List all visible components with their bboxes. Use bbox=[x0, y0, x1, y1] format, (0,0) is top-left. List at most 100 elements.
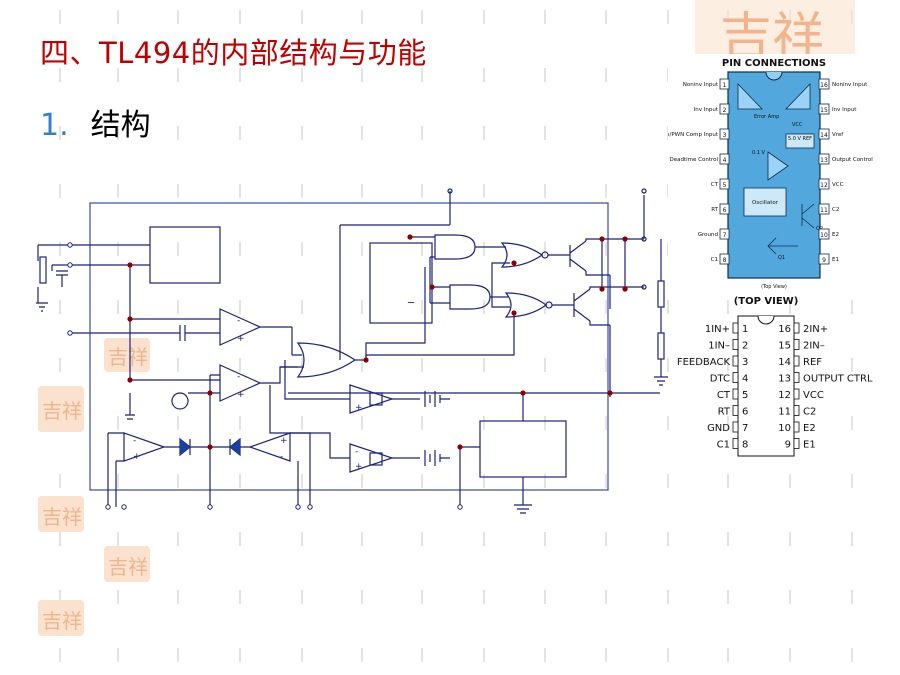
svg-text:-: - bbox=[355, 388, 358, 398]
pin-label: Noninv Input bbox=[683, 82, 719, 88]
svg-text:+: + bbox=[355, 462, 363, 472]
pin-label: Inv Input bbox=[694, 107, 719, 113]
pin-number: 12 bbox=[820, 182, 828, 189]
pin-label: Inv Input bbox=[832, 107, 857, 113]
seal-glyph: 吉祥 bbox=[108, 345, 148, 369]
junction-node bbox=[363, 357, 369, 363]
dip-pin-number: 4 bbox=[742, 374, 748, 385]
pin-right-13: 13 Output Control bbox=[818, 153, 873, 165]
seal-glyph: 吉祥 bbox=[42, 399, 82, 423]
pin-label: RT bbox=[711, 207, 718, 213]
q1-label: Q1 bbox=[778, 255, 785, 261]
dip-pin-label: 2IN+ bbox=[803, 324, 828, 335]
or-gate-main bbox=[296, 342, 357, 378]
vcc-label: VCC bbox=[792, 122, 803, 128]
pin-connections-diagram: PIN CONNECTIONS 5.0 V REF VCC Error Amp … bbox=[668, 54, 880, 292]
dip-pin-number: 10 bbox=[778, 423, 791, 434]
junction-node bbox=[429, 284, 435, 290]
error-amplifier-1 bbox=[123, 432, 166, 462]
seal-watermark: 吉祥 bbox=[104, 546, 150, 582]
pin-number: 13 bbox=[820, 157, 828, 164]
pin-left-1: 1 Noninv Input bbox=[683, 78, 730, 90]
dip-body bbox=[737, 315, 795, 457]
pin-number: 2 bbox=[723, 107, 727, 114]
dip-pin-label: 2IN– bbox=[803, 341, 825, 352]
pin-label: C1 bbox=[711, 257, 718, 263]
dip-pin-label: E1 bbox=[803, 440, 816, 451]
dip-pin-label: OUTPUT CTRL bbox=[803, 374, 873, 385]
junction-node bbox=[407, 234, 413, 240]
error-amp-1 bbox=[737, 83, 763, 110]
svg-text:+: + bbox=[237, 390, 245, 400]
dip-pin-15: 15 2IN– bbox=[778, 339, 825, 352]
junction-node bbox=[127, 377, 133, 383]
seal-watermark: 吉祥 bbox=[38, 496, 84, 532]
oscillator-box bbox=[743, 187, 787, 217]
pin-number: 5 bbox=[723, 182, 727, 189]
junction-node bbox=[127, 262, 133, 268]
dip-pin-label: REF bbox=[803, 357, 822, 368]
svg-text:+: + bbox=[280, 436, 288, 446]
error-amp-label: Error Amp bbox=[754, 114, 779, 120]
dip-pin-number: 2 bbox=[742, 341, 748, 352]
dip-pin-label: C2 bbox=[803, 407, 816, 418]
seal-glyph: 吉祥 bbox=[42, 505, 82, 529]
dip-pin-number: 15 bbox=[778, 341, 791, 352]
junction-node bbox=[207, 444, 213, 450]
pin-number: 1 bbox=[723, 82, 727, 89]
junction-node bbox=[607, 390, 613, 396]
and-gate-upper bbox=[434, 234, 476, 260]
dip-pin-number: 7 bbox=[742, 423, 748, 434]
ref-block bbox=[785, 133, 815, 149]
junction-node bbox=[599, 286, 605, 292]
pin-label: Noninv Input bbox=[832, 82, 868, 88]
junction-node bbox=[457, 444, 463, 450]
svg-text:-: - bbox=[133, 436, 136, 446]
dip-pin-8: 8C1 bbox=[717, 438, 748, 451]
svg-text:-: - bbox=[237, 372, 240, 382]
resistor-rt bbox=[39, 256, 47, 284]
slide-title: 四、TL494的内部结构与功能 bbox=[40, 36, 427, 70]
dip-pin-label: FEEDBACK bbox=[677, 357, 731, 368]
dtc-offset-label: 0.1 V bbox=[752, 150, 766, 156]
pin-number: 16 bbox=[820, 82, 828, 89]
seal-watermark: 吉祥 bbox=[38, 386, 84, 432]
dip-pin-number: 5 bbox=[742, 390, 748, 401]
pin-label: CT bbox=[711, 182, 719, 188]
dip-pin-13: 13 OUTPUT CTRL bbox=[778, 372, 873, 385]
junction-node bbox=[622, 236, 628, 242]
ref-label: 5.0 V REF bbox=[788, 136, 812, 142]
deadtime-comparator bbox=[219, 308, 262, 346]
pin-left-2: 2 Inv Input bbox=[694, 103, 730, 115]
dip-pin-label: 1IN+ bbox=[705, 324, 730, 335]
pin-number: 15 bbox=[820, 107, 828, 114]
dip-pin-6: 6RT bbox=[718, 405, 748, 418]
dip-pin-number: 13 bbox=[778, 374, 791, 385]
dip-pin-number: 6 bbox=[742, 407, 748, 418]
junction-node bbox=[520, 390, 526, 396]
pin-label: Output Control bbox=[832, 157, 873, 163]
list-item-text: 结构 bbox=[90, 108, 151, 143]
transistor-q2 bbox=[573, 288, 591, 322]
oscillator-label: Oscillator bbox=[752, 200, 779, 206]
junction-node bbox=[511, 260, 517, 266]
dip-pin-label: VCC bbox=[803, 390, 824, 401]
pin-number: 7 bbox=[723, 232, 727, 239]
junction-node bbox=[127, 316, 133, 322]
junction-node bbox=[599, 236, 605, 242]
pin-number: 6 bbox=[723, 207, 727, 214]
dip-package-diagram: (TOP VIEW) 11IN+21IN–3FEEDBACK4DTC5CT6RT… bbox=[677, 296, 873, 457]
